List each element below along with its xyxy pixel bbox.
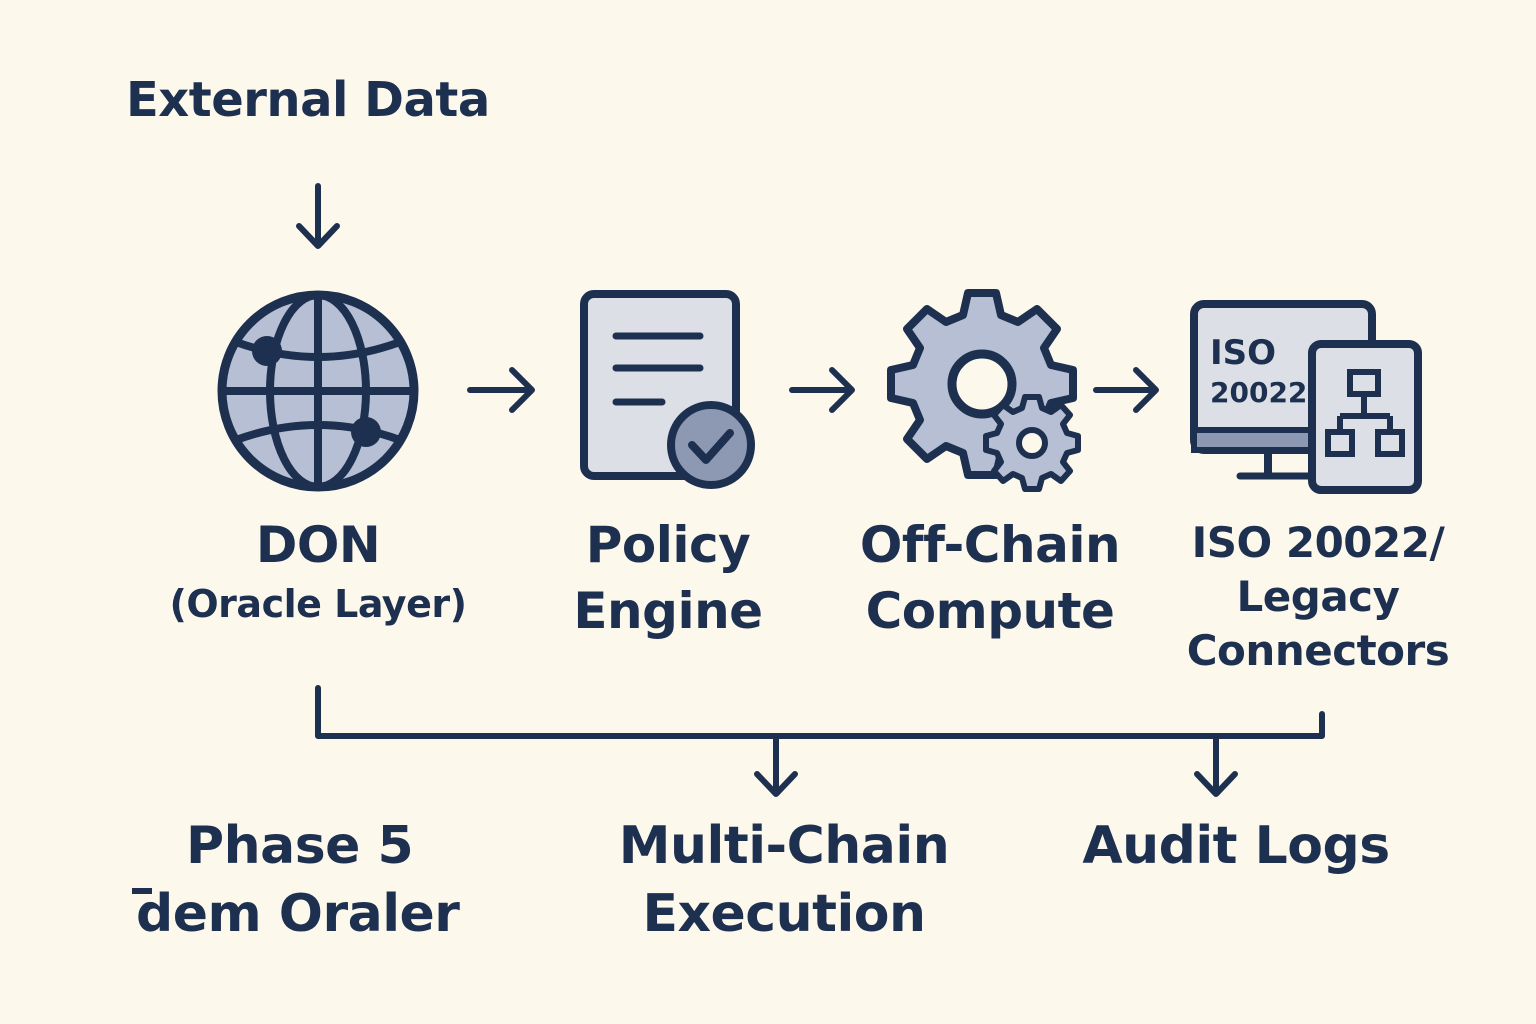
glitch-mark — [132, 888, 152, 894]
policy-title-line2: Engine — [573, 582, 763, 640]
iso-node-label: ISO 20022/ Legacy Connectors — [1168, 516, 1468, 678]
phase5-output-label: Phase 5 dem Oraler — [120, 812, 546, 948]
multichain-line2: Execution — [642, 884, 926, 944]
iso-title-line2: Legacy — [1236, 572, 1400, 621]
audit-line1: Audit Logs — [1082, 816, 1390, 876]
multichain-output-label: Multi-Chain Execution — [584, 812, 984, 948]
policy-node-label: Policy Engine — [518, 512, 818, 644]
audit-output-label: Audit Logs — [1056, 812, 1416, 880]
policy-title-line1: Policy — [585, 516, 751, 574]
phase5-line2: dem Oraler — [136, 884, 460, 944]
iso-title-line3: Connectors — [1186, 626, 1450, 675]
bottom-connector — [315, 685, 1325, 797]
arrow-right-3 — [1093, 367, 1159, 413]
offchain-title-line1: Off-Chain — [859, 516, 1121, 574]
monitor-text-line2: 20022 — [1210, 376, 1307, 409]
offchain-title-line2: Compute — [865, 582, 1115, 640]
don-subtitle: (Oracle Layer) — [169, 582, 467, 626]
document-check-icon — [580, 290, 755, 489]
gears-icon — [887, 289, 1081, 492]
don-node-label: DON (Oracle Layer) — [118, 512, 518, 630]
arrow-down-external — [296, 183, 340, 249]
monitor-text-line1: ISO — [1210, 333, 1276, 373]
globe-network-icon — [217, 290, 419, 492]
arrow-right-2 — [789, 367, 855, 413]
don-title: DON — [255, 516, 381, 574]
iso-title-line1: ISO 20022/ — [1191, 518, 1445, 567]
phase5-line1: Phase 5 — [186, 816, 414, 876]
external-data-label: External Data — [126, 72, 490, 128]
offchain-node-label: Off-Chain Compute — [835, 512, 1145, 644]
arrow-right-1 — [467, 367, 535, 413]
multichain-line1: Multi-Chain — [618, 816, 950, 876]
monitor-network-icon: ISO 20022 — [1190, 300, 1422, 494]
